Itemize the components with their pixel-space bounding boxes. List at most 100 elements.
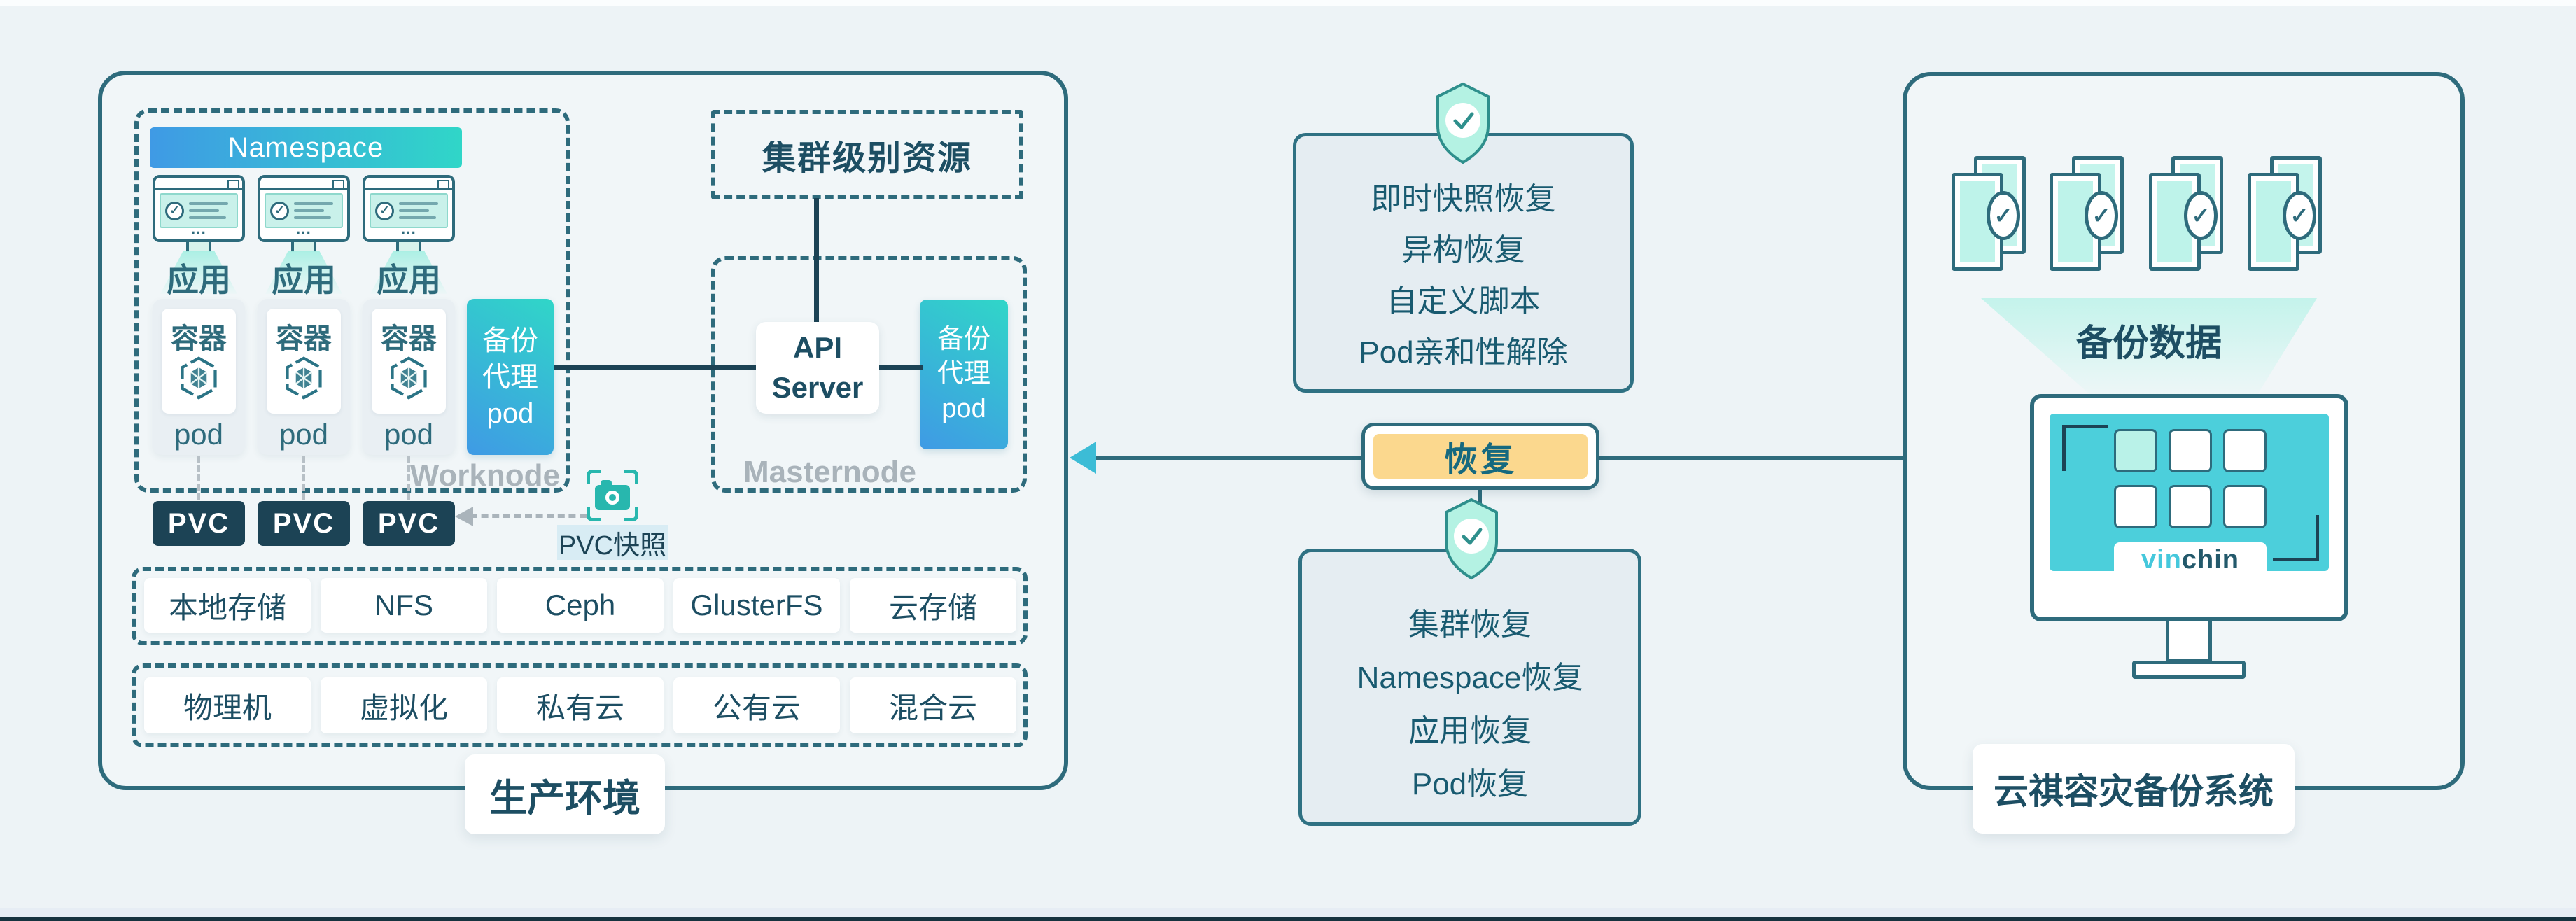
pvc-box: PVC (258, 501, 350, 546)
container-label: 容器 (381, 323, 437, 354)
check-badge-icon: ✓ (2085, 191, 2118, 240)
backup-doc-stack: ✓ (2149, 156, 2226, 272)
pod-pvc-connector (197, 456, 200, 500)
recovery-item: Pod恢复 (1411, 767, 1529, 801)
backup-pod-line: 备份 (482, 325, 538, 356)
app-tile (2114, 485, 2157, 528)
check-icon: ✓ (270, 201, 289, 220)
pod-label: pod (384, 418, 434, 451)
feature-item: 自定义脚本 (1386, 284, 1541, 318)
snapshot-arrowhead (455, 507, 473, 526)
feature-item: 即时快照恢复 (1371, 182, 1556, 216)
masternode-label: Masternode (743, 455, 916, 489)
pod-label: pod (174, 418, 224, 451)
cluster-api-connector (814, 198, 819, 325)
recovery-item: 应用恢复 (1408, 714, 1532, 748)
container-hexagon-icon (286, 356, 322, 400)
backup-pod-line: pod (941, 393, 986, 423)
app-monitor-icon: ✓ (363, 175, 455, 242)
restore-features-box: 即时快照恢复 异构恢复 自定义脚本 Pod亲和性解除 (1293, 133, 1634, 393)
snapshot-pvc-dashed-line (470, 514, 587, 518)
pod-card: 容器 pod (363, 299, 455, 455)
backup-doc-stack: ✓ (1952, 156, 2029, 272)
masternode-box (711, 256, 1027, 493)
app-unit: ✓ 应用 (153, 175, 245, 301)
brand-prefix: vin (2141, 544, 2182, 575)
backup-system-title: 云祺容灾备份系统 (1973, 744, 2295, 834)
app-label: 应用 (272, 262, 336, 298)
shield-check-icon (1445, 498, 1498, 580)
button-shield-connector (1478, 490, 1482, 505)
check-badge-icon: ✓ (2184, 191, 2218, 240)
infrastructure-item: 虚拟化 (321, 677, 487, 733)
shield-check-icon (1436, 82, 1490, 164)
cluster-resources-box: 集群级别资源 (711, 110, 1023, 199)
check-badge-icon: ✓ (2283, 191, 2316, 240)
pvc-box: PVC (363, 501, 455, 546)
pvc-box: PVC (153, 501, 245, 546)
namespace-label: Namespace (227, 132, 384, 163)
storage-item: Ceph (497, 578, 664, 633)
restore-line-left (1092, 456, 1362, 460)
backup-pod-line: 代理 (482, 361, 538, 393)
camera-snapshot-icon (587, 470, 638, 521)
pod-pvc-connector (407, 456, 410, 500)
screen-corner-bracket (2273, 515, 2319, 561)
monitor-stand (2166, 619, 2212, 662)
pod-pvc-connector (302, 456, 305, 500)
restore-arrowhead (1070, 442, 1096, 474)
bottom-strip (0, 908, 2576, 917)
api-server-box: API Server (756, 322, 879, 414)
backup-doc-stack: ✓ (2050, 156, 2127, 272)
infrastructure-item: 物理机 (144, 677, 311, 733)
workpod-api-connector (554, 365, 759, 370)
storage-layer-box (132, 567, 1028, 645)
app-label: 应用 (167, 262, 231, 298)
app-unit: ✓ 应用 (363, 175, 455, 301)
screen-corner-bracket (2062, 425, 2108, 471)
restore-button-label: 恢复 (1373, 434, 1588, 479)
app-monitor-icon: ✓ (153, 175, 245, 242)
api-server-line: API (792, 330, 842, 364)
container-label: 容器 (276, 323, 332, 354)
app-tile (2223, 429, 2267, 472)
namespace-bar: Namespace (150, 127, 462, 168)
infrastructure-layer-box (132, 663, 1028, 747)
api-masterpod-connector (876, 365, 923, 370)
brand-suffix: chin (2181, 544, 2240, 575)
infrastructure-item: 混合云 (850, 677, 1016, 733)
pod-card: 容器 pod (153, 299, 245, 455)
check-icon: ✓ (375, 201, 394, 220)
app-tile (2223, 485, 2267, 528)
app-tile (2169, 485, 2212, 528)
feature-item: 异构恢复 (1401, 233, 1525, 267)
backup-agent-pod-worknode: 备份 代理 pod (467, 299, 554, 455)
backup-pod-line: 备份 (937, 324, 990, 354)
backup-pod-line: 代理 (937, 359, 990, 389)
top-edge-strip (0, 0, 2576, 6)
container-hexagon-icon (181, 356, 217, 400)
worknode-box (134, 108, 570, 493)
monitor-base (2132, 661, 2246, 679)
backup-doc-stack: ✓ (2248, 156, 2325, 272)
api-server-line: Server (771, 370, 864, 404)
worknode-label: Worknode (410, 458, 560, 493)
check-badge-icon: ✓ (1987, 191, 2020, 240)
app-monitor-icon: ✓ (258, 175, 350, 242)
storage-item: GlusterFS (673, 578, 840, 633)
restore-button[interactable]: 恢复 (1362, 423, 1600, 490)
restore-line-right (1599, 456, 1903, 460)
pod-label: pod (279, 418, 329, 451)
backup-agent-pod-masternode: 备份 代理 pod (920, 300, 1008, 449)
storage-item: 云存储 (850, 578, 1016, 633)
recovery-item: Namespace恢复 (1357, 661, 1583, 695)
pod-card: 容器 pod (258, 299, 350, 455)
storage-item: NFS (321, 578, 487, 633)
backup-pod-line: pod (486, 398, 534, 429)
bottom-edge-line (0, 917, 2576, 921)
storage-item: 本地存储 (144, 578, 311, 633)
